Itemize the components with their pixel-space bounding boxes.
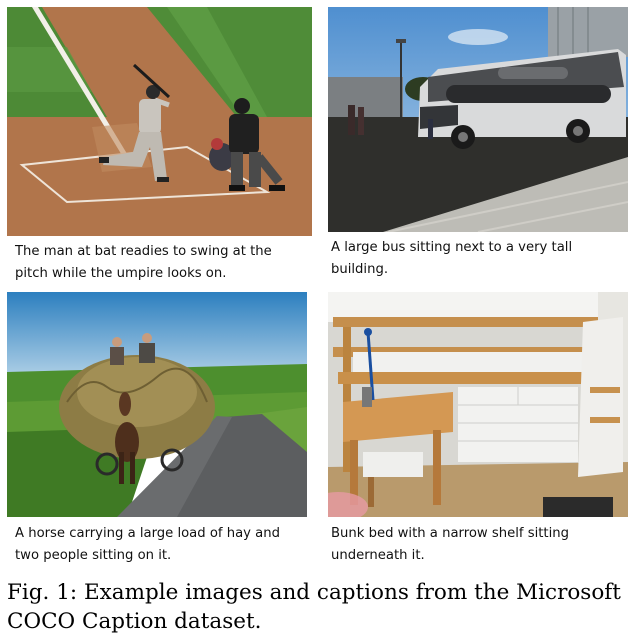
bus-scene-icon [328,7,628,232]
panel-caption-bunk-bed: Bunk bed with a narrow shelf sitting und… [331,523,631,567]
caption-line: underneath it. [331,548,425,563]
caption-line: Bunk bed with a narrow shelf sitting [331,526,569,541]
caption-line: The man at bat readies to swing at the [15,244,272,259]
panel-caption-hay-cart: A horse carrying a large load of hay and… [15,523,311,567]
baseball-photo [7,7,312,236]
bus-photo [328,7,628,232]
bunk-bed-scene-icon [328,292,628,517]
figure-caption-line: COCO Caption dataset. [7,609,262,634]
caption-line: two people sitting on it. [15,548,172,563]
baseball-scene-icon [7,7,312,236]
caption-line: pitch while the umpire looks on. [15,266,227,281]
figure-caption: Fig. 1: Example images and captions from… [7,578,635,636]
hay-cart-photo [7,292,307,517]
figure-caption-line: Fig. 1: Example images and captions from… [7,580,621,605]
caption-line: building. [331,262,389,277]
caption-line: A horse carrying a large load of hay and [15,526,280,541]
panel-caption-baseball: The man at bat readies to swing at the p… [15,241,311,285]
hay-cart-scene-icon [7,292,307,517]
panel-caption-bus: A large bus sitting next to a very tall … [331,237,631,281]
caption-line: A large bus sitting next to a very tall [331,240,573,255]
bunk-bed-photo [328,292,628,517]
